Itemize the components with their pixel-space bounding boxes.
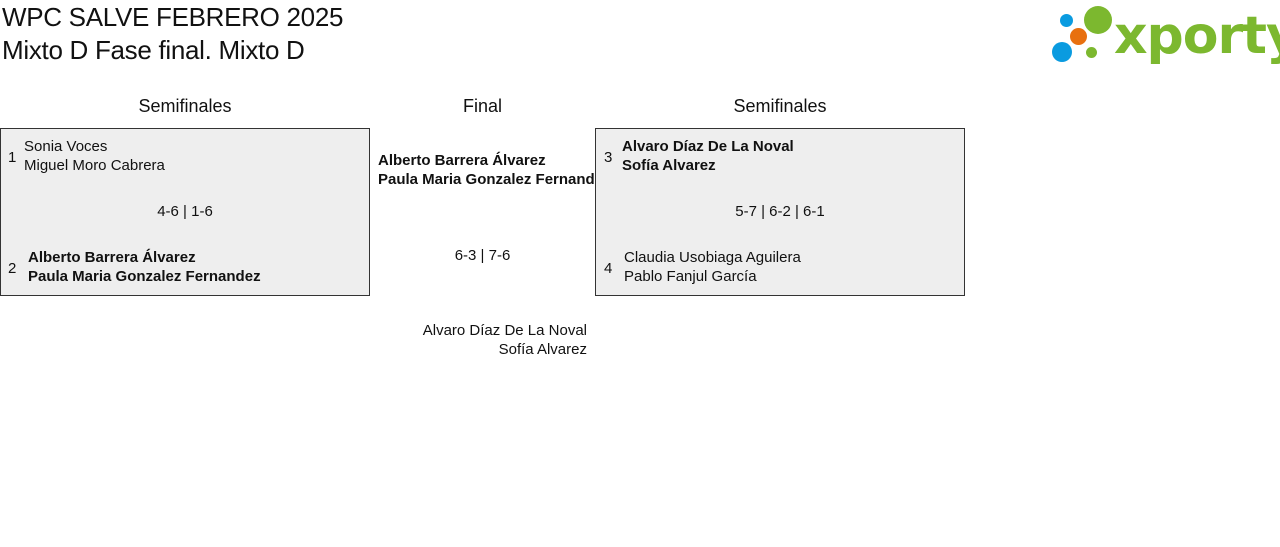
player-name: Paula Maria Gonzalez Fernandez xyxy=(378,171,594,188)
final-winner-team: Alberto Barrera Álvarez Paula Maria Gonz… xyxy=(378,151,594,189)
round-label-final: Final xyxy=(462,96,502,116)
player-name: Sofía Alvarez xyxy=(498,341,587,358)
player-name: Pablo Fanjul García xyxy=(624,268,757,285)
category-title: Mixto D Fase final. Mixto D xyxy=(2,35,305,65)
team-semifinal-1-top: Sonia Voces Miguel Moro Cabrera xyxy=(24,137,165,175)
xporty-logo[interactable]: xporty xyxy=(1050,4,1280,68)
round-label-semifinal-left: Semifinales xyxy=(138,96,232,116)
seed-number: 3 xyxy=(604,149,613,166)
team-semifinal-1-bottom-winner: Alberto Barrera Álvarez Paula Maria Gonz… xyxy=(28,248,261,286)
logo-dot-orange xyxy=(1070,28,1087,45)
player-name: Alvaro Díaz De La Noval xyxy=(622,138,794,155)
seed-number: 1 xyxy=(8,149,17,166)
logo-dot-green-small xyxy=(1086,47,1097,58)
player-name: Sonia Voces xyxy=(24,138,108,155)
final-score: 6-3 | 7-6 xyxy=(454,247,511,264)
player-name: Miguel Moro Cabrera xyxy=(24,157,165,174)
logo-dot-blue-small xyxy=(1060,14,1073,27)
player-name: Alvaro Díaz De La Noval xyxy=(422,322,587,339)
player-name: Sofía Alvarez xyxy=(622,157,716,174)
team-semifinal-2-bottom: Claudia Usobiaga Aguilera Pablo Fanjul G… xyxy=(624,248,801,286)
team-semifinal-2-top-winner: Alvaro Díaz De La Noval Sofía Alvarez xyxy=(622,137,794,175)
seed-number: 2 xyxy=(8,260,17,277)
player-name: Paula Maria Gonzalez Fernandez xyxy=(28,268,261,285)
player-name: Alberto Barrera Álvarez xyxy=(28,249,196,266)
match-score: 4-6 | 1-6 xyxy=(157,203,213,220)
final-runner-up-team: Alvaro Díaz De La Noval Sofía Alvarez xyxy=(423,321,587,359)
match-score: 5-7 | 6-2 | 6-1 xyxy=(735,203,825,220)
seed-number: 4 xyxy=(604,260,613,277)
player-name: Alberto Barrera Álvarez xyxy=(378,152,546,169)
logo-dot-blue-large xyxy=(1052,42,1072,62)
player-name: Claudia Usobiaga Aguilera xyxy=(624,249,801,266)
round-label-semifinal-right: Semifinales xyxy=(733,96,827,116)
match-semifinal-1[interactable]: 1 Sonia Voces Miguel Moro Cabrera 4-6 | … xyxy=(0,128,370,296)
logo-dot-green-large xyxy=(1084,6,1112,34)
match-semifinal-2[interactable]: 3 Alvaro Díaz De La Noval Sofía Alvarez … xyxy=(595,128,965,296)
logo-wordmark: xporty xyxy=(1114,6,1280,66)
tournament-title: WPC SALVE FEBRERO 2025 xyxy=(2,2,344,32)
